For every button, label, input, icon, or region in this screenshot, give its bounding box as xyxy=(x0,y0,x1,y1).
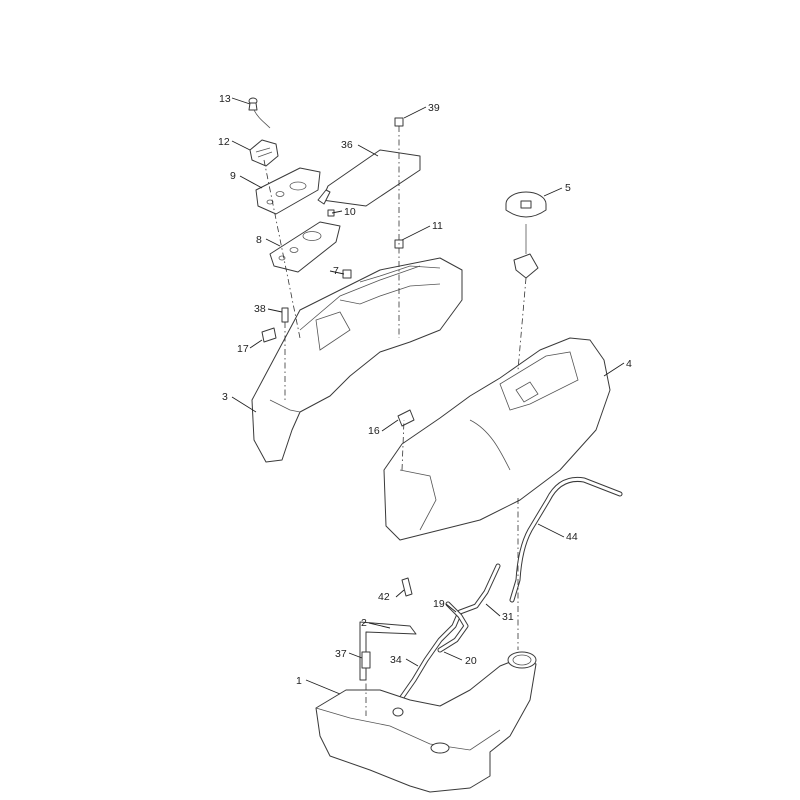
callout-16: 16 xyxy=(368,425,380,437)
callout-13: 13 xyxy=(219,93,231,105)
leader-lines xyxy=(231,97,625,695)
callout-37: 37 xyxy=(335,648,347,660)
callout-17: 17 xyxy=(237,343,249,355)
part-17-cap xyxy=(261,327,277,343)
callout-2: 2 xyxy=(361,617,367,629)
callout-5: 5 xyxy=(565,182,571,194)
callout-20: 20 xyxy=(465,655,477,667)
callouts: 13 12 9 8 10 39 36 11 7 38 17 3 5 4 16 4… xyxy=(218,93,632,687)
callout-11: 11 xyxy=(432,220,443,232)
part-44-hose xyxy=(509,476,623,603)
assembly-lines xyxy=(263,126,527,716)
callout-31: 31 xyxy=(502,611,514,623)
part-12-bracket xyxy=(249,139,279,167)
callout-9: 9 xyxy=(230,170,236,182)
part-5-fuel-cap xyxy=(505,191,547,279)
callout-19: 19 xyxy=(433,598,445,610)
callout-8: 8 xyxy=(256,234,262,246)
callout-7: 7 xyxy=(333,265,339,277)
part-9-plate xyxy=(255,167,321,215)
callout-34: 34 xyxy=(390,654,402,666)
callout-36: 36 xyxy=(341,139,353,151)
callout-38: 38 xyxy=(254,303,266,315)
part-16-cap xyxy=(397,409,415,427)
callout-10: 10 xyxy=(344,206,356,218)
part-3-housing xyxy=(251,257,463,463)
part-4-tank-housing xyxy=(383,337,611,541)
part-37 xyxy=(361,651,371,669)
part-42-clip xyxy=(401,577,413,597)
callout-3: 3 xyxy=(222,391,228,403)
part-8-plate xyxy=(269,221,341,273)
callout-1: 1 xyxy=(296,675,302,687)
callout-4: 4 xyxy=(626,358,632,370)
part-2-strap xyxy=(359,621,417,681)
callout-39: 39 xyxy=(428,102,440,114)
callout-12: 12 xyxy=(218,136,230,148)
part-13-dipstick xyxy=(248,97,271,129)
part-1-fuel-tank xyxy=(315,651,537,793)
callout-44: 44 xyxy=(566,531,578,543)
part-36-cover xyxy=(317,149,421,207)
callout-42: 42 xyxy=(378,591,390,603)
